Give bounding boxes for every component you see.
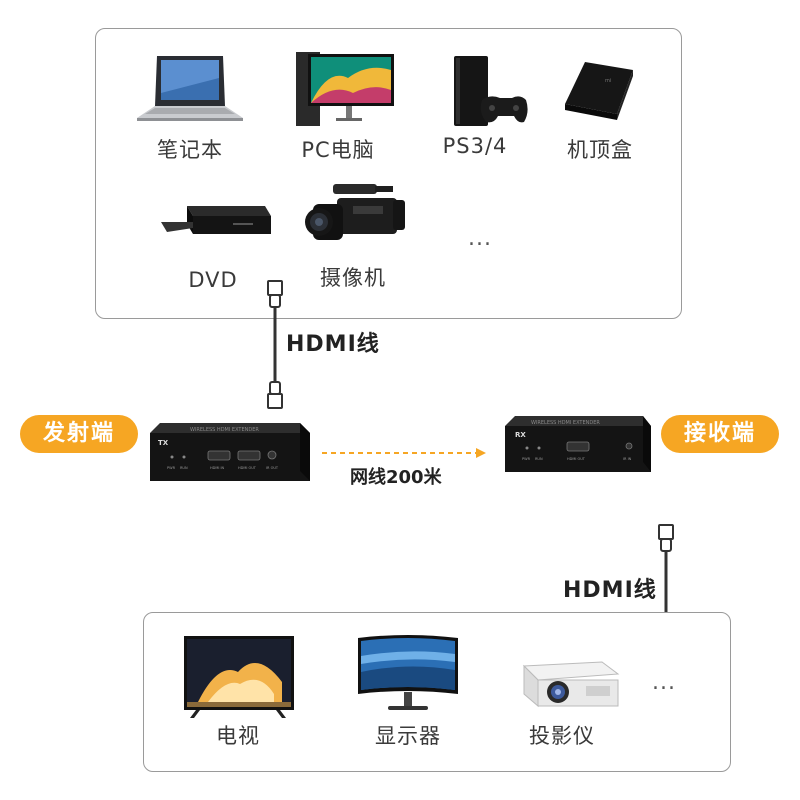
curved-monitor-icon xyxy=(358,635,458,710)
source-label: PS3/4 xyxy=(442,134,508,158)
transmitter-unit: WIRELESS HDMI EXTENDER TX PWR RUN HDMI I… xyxy=(150,423,310,481)
svg-text:HDMI IN: HDMI IN xyxy=(210,466,225,470)
more-displays-ellipsis: ... xyxy=(652,670,676,695)
display-monitor: 显示器 xyxy=(338,632,478,750)
transmitter-brand-text: WIRELESS HDMI EXTENDER xyxy=(190,427,259,433)
camcorder-icon xyxy=(305,184,405,240)
source-label: 笔记本 xyxy=(157,138,223,162)
transmitter-tag: TX xyxy=(158,439,169,447)
svg-text:IR IN: IR IN xyxy=(623,457,632,461)
svg-text:HDMI OUT: HDMI OUT xyxy=(238,466,257,470)
display-label: 显示器 xyxy=(375,724,441,748)
display-tv: 电视 xyxy=(168,632,308,750)
more-sources-ellipsis: ... xyxy=(468,226,492,251)
hdmi-cable-label-bottom: HDMI线 xyxy=(563,578,657,603)
svg-text:mi: mi xyxy=(605,78,611,84)
source-set-top-box: mi 机顶盒 xyxy=(530,48,670,164)
svg-text:IR OUT: IR OUT xyxy=(266,466,279,470)
svg-text:PWR: PWR xyxy=(522,457,531,461)
source-laptop: 笔记本 xyxy=(120,48,260,164)
display-label: 投影仪 xyxy=(529,724,595,748)
projector-icon xyxy=(522,661,620,708)
game-console-icon xyxy=(454,56,528,126)
hdmi-cable-label-top: HDMI线 xyxy=(286,332,380,357)
receiver-badge: 接收端 xyxy=(661,415,779,453)
receiver-unit: WIRELESS HDMI EXTENDER RX PWR RUN HDMI O… xyxy=(505,416,651,472)
receiver-brand-text: WIRELESS HDMI EXTENDER xyxy=(531,420,600,426)
transmitter-badge: 发射端 xyxy=(20,415,138,453)
tv-icon xyxy=(184,636,294,718)
svg-text:RUN: RUN xyxy=(180,466,188,470)
source-label: 摄像机 xyxy=(320,266,386,290)
receiver-tag: RX xyxy=(515,431,526,439)
source-dvd: DVD xyxy=(143,192,283,292)
source-console: PS3/4 xyxy=(405,48,545,158)
source-label: DVD xyxy=(188,268,238,292)
svg-text:HDMI OUT: HDMI OUT xyxy=(567,457,586,461)
dvd-player-icon xyxy=(161,206,271,234)
display-projector: 投影仪 xyxy=(492,632,632,750)
hdmi-cable-top xyxy=(267,280,283,409)
svg-text:PWR: PWR xyxy=(167,466,176,470)
network-cable-arrow xyxy=(322,448,486,458)
source-label: PC电脑 xyxy=(301,138,375,162)
source-pc: PC电脑 xyxy=(268,48,408,164)
source-camcorder: 摄像机 xyxy=(283,180,423,292)
display-label: 电视 xyxy=(216,724,260,748)
monitor-icon xyxy=(296,52,394,126)
source-label: 机顶盒 xyxy=(567,138,633,162)
set-top-box-icon: mi xyxy=(565,62,633,120)
network-cable-label: 网线200米 xyxy=(350,467,442,488)
laptop-icon xyxy=(137,56,243,121)
svg-text:RUN: RUN xyxy=(535,457,543,461)
